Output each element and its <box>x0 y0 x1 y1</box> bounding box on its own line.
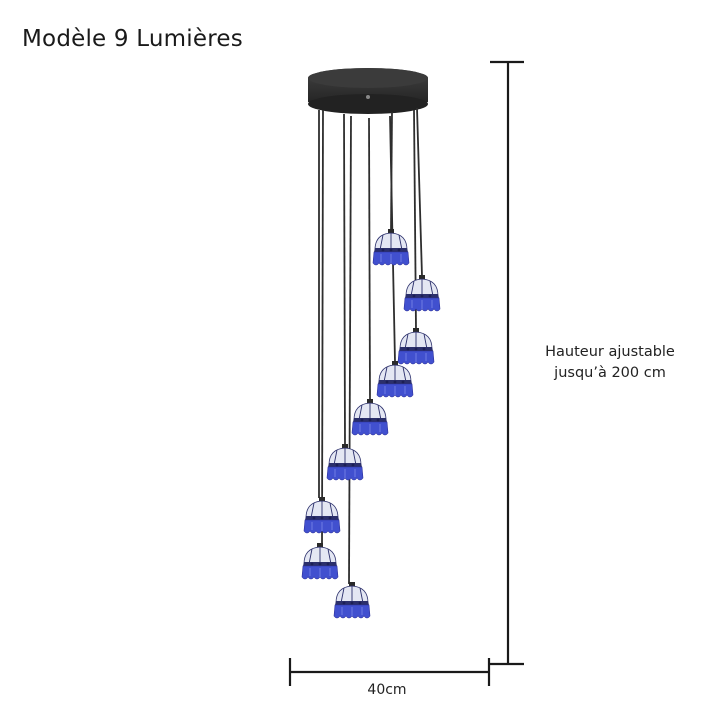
page-title: Modèle 9 Lumières <box>22 26 243 52</box>
suspension-cords <box>318 107 423 585</box>
width-dimension-line <box>288 658 491 686</box>
height-label: Hauteur ajustable jusqu’à 200 cm <box>528 342 692 384</box>
height-label-line-1: Hauteur ajustable <box>545 344 675 360</box>
shade-2 <box>403 274 441 312</box>
shade-6 <box>326 443 364 481</box>
shade-4 <box>376 360 414 398</box>
shade-8 <box>301 542 339 580</box>
width-label: 40cm <box>367 682 407 698</box>
shade-1 <box>372 228 410 266</box>
height-label-line-2: jusqu’à 200 cm <box>554 365 666 381</box>
shade-5 <box>351 398 389 436</box>
shade-9 <box>333 581 371 619</box>
shade-7 <box>303 496 341 534</box>
shade-3 <box>397 327 435 365</box>
ceiling-canopy <box>308 68 428 114</box>
height-dimension-line <box>490 60 524 666</box>
